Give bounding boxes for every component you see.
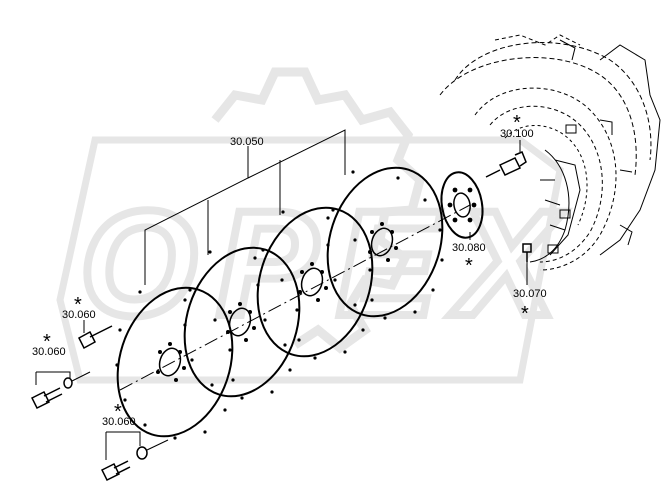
- watermark-gear: [211, 67, 426, 354]
- screw-top: [78, 320, 113, 350]
- label-30-070: 30.070: [513, 288, 547, 300]
- asterisk-30-060-bottom: *: [114, 401, 122, 423]
- center-axis: [119, 204, 471, 391]
- label-30-050: 30.050: [230, 136, 264, 148]
- flywheel-housing: [439, 34, 661, 271]
- watermark-text: OPEX: [80, 179, 577, 347]
- disc-pack-leaders: [144, 129, 346, 285]
- clutch-disc-2: [183, 246, 301, 400]
- hub-plate: [440, 171, 484, 240]
- label-30-060-mid: 30.060: [32, 346, 66, 358]
- asterisk-30-070: *: [521, 303, 529, 325]
- asterisk-30-100: *: [513, 112, 521, 134]
- hub-screw: [485, 140, 527, 178]
- screw-bottom: [100, 431, 169, 482]
- label-30-080: 30.080: [452, 242, 486, 254]
- asterisk-30-060-mid: *: [43, 331, 51, 353]
- label-30-100: 30.100: [500, 128, 534, 140]
- screw-mid: [30, 371, 91, 410]
- asterisk-30-080: *: [465, 255, 473, 277]
- asterisk-30-060-top: *: [74, 294, 82, 316]
- small-bolt: [522, 243, 532, 285]
- clutch-disc-1: [115, 286, 235, 440]
- label-30-060-bottom: 30.060: [102, 416, 136, 428]
- clutch-disc-4: [326, 166, 444, 320]
- label-30-060-top: 30.060: [62, 309, 96, 321]
